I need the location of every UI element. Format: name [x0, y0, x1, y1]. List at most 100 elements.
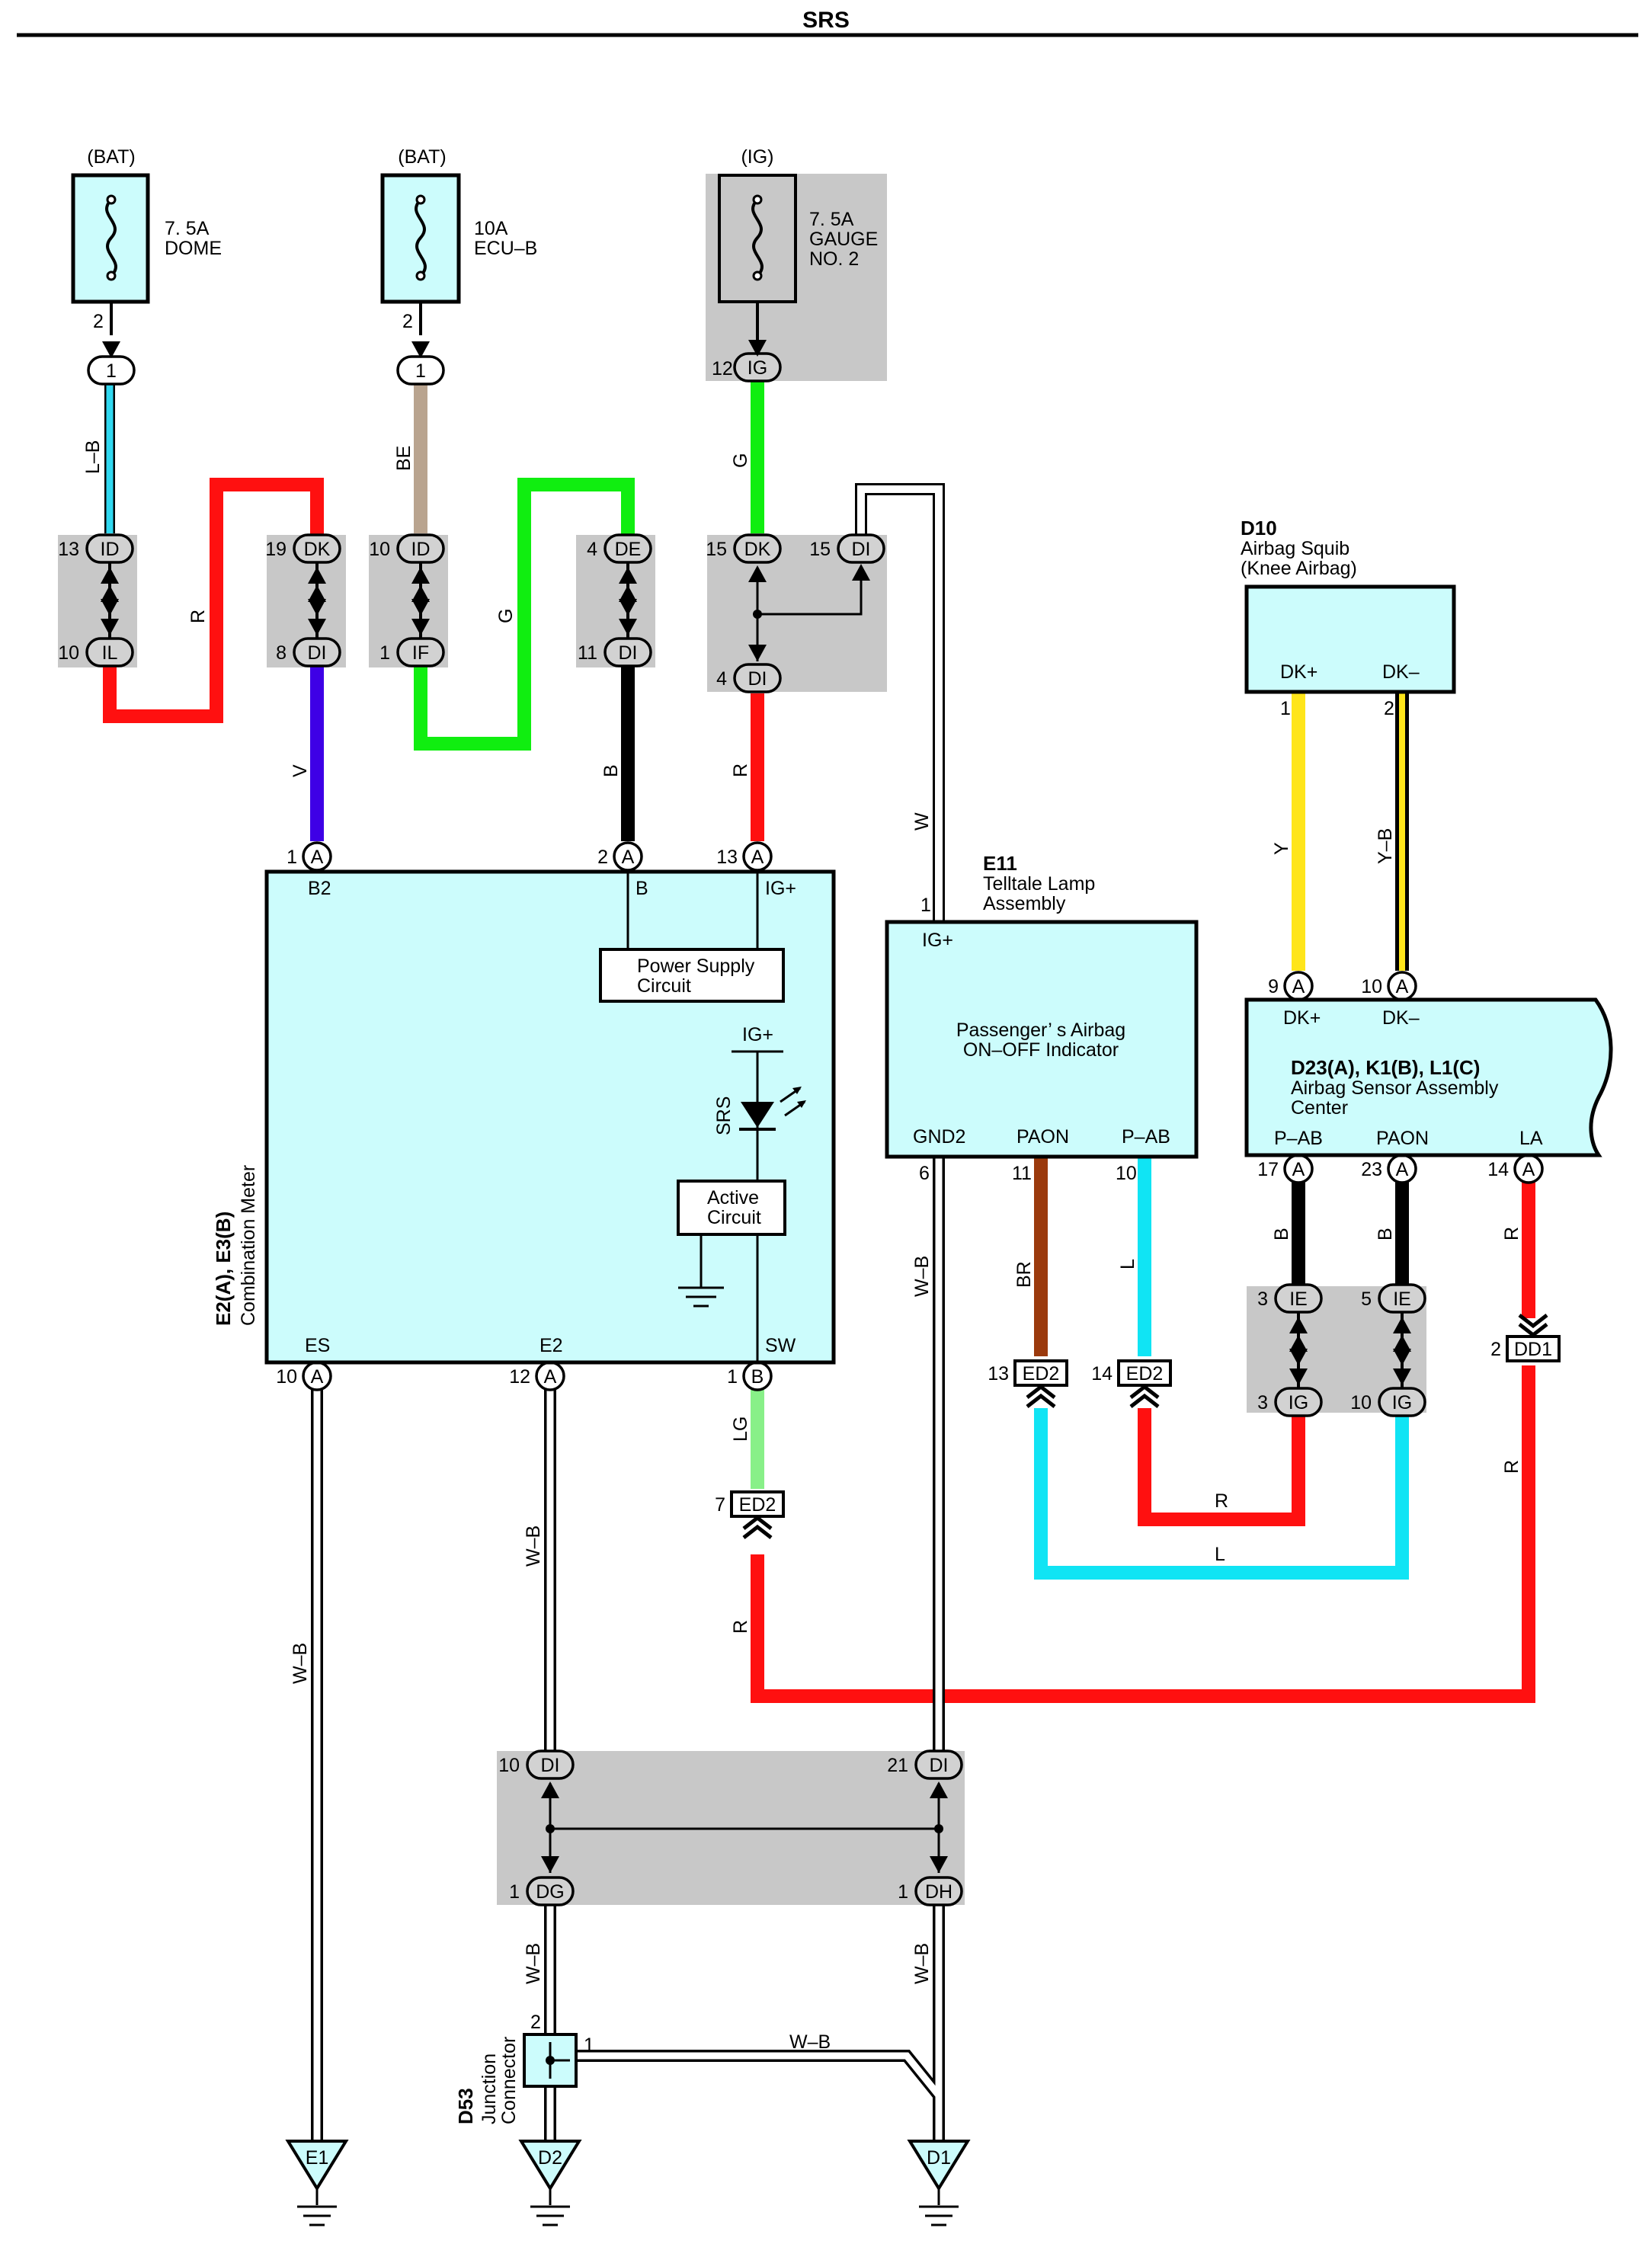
- connector-pin: IE3: [1257, 1283, 1323, 1314]
- pin-label: IL: [102, 642, 118, 664]
- pin-number: 8: [276, 642, 287, 664]
- svg-text:Circuit: Circuit: [707, 1207, 761, 1228]
- connector-pin: DH1: [898, 1876, 963, 1906]
- chevron-icon: [1026, 1384, 1056, 1399]
- svg-text:Active: Active: [707, 1187, 759, 1208]
- pin-label: IE: [1393, 1288, 1411, 1310]
- pin-label: DK: [744, 539, 771, 560]
- diagram-title: SRS: [802, 8, 850, 33]
- svg-text:D23(A), K1(B), L1(C): D23(A), K1(B), L1(C): [1291, 1056, 1480, 1079]
- svg-text:DOME: DOME: [165, 238, 222, 259]
- svg-text:G: G: [495, 609, 517, 623]
- pin-label: DI: [748, 668, 767, 690]
- pin-number: 10: [1350, 1392, 1372, 1413]
- svg-text:(BAT): (BAT): [87, 146, 135, 168]
- pin-number: 2: [597, 847, 608, 868]
- pin-number: 4: [716, 668, 727, 690]
- svg-text:ES: ES: [305, 1335, 330, 1356]
- svg-text:10A: 10A: [474, 218, 508, 239]
- arrow-down-icon: [748, 645, 767, 661]
- svg-text:Connector: Connector: [498, 2037, 520, 2124]
- airbag-squib-knee: D10 Airbag Squib (Knee Airbag) DK+ DK– 1…: [1241, 517, 1456, 719]
- arrow-down-icon: [101, 619, 119, 635]
- svg-text:1: 1: [920, 895, 931, 916]
- svg-text:LA: LA: [1519, 1128, 1543, 1149]
- pin-number: 10: [498, 1755, 520, 1776]
- svg-text:B: B: [1271, 1228, 1292, 1240]
- pin-label: A: [544, 1366, 557, 1388]
- svg-text:D10: D10: [1241, 517, 1277, 539]
- connector-pin-circle: A10: [1361, 971, 1417, 1001]
- connector-pin-number: 7: [715, 1494, 725, 1516]
- svg-text:2: 2: [1384, 698, 1394, 719]
- svg-text:ECU–B: ECU–B: [474, 238, 537, 259]
- airbag-sensor-assembly: DK+ DK– D23(A), K1(B), L1(C) Airbag Sens…: [1244, 997, 1613, 1157]
- combination-meter: B2 B IG+ ES E2 SW Power Supply Circuit I…: [212, 869, 836, 1365]
- connector-pin-circle: B1: [727, 1361, 773, 1391]
- arrow-down-icon: [102, 341, 120, 358]
- pin-number: 14: [1487, 1159, 1509, 1180]
- pin-label: A: [622, 847, 635, 868]
- pin-number: 10: [58, 642, 79, 664]
- connector-pin-circle: A17: [1257, 1154, 1314, 1184]
- svg-text:L: L: [1117, 1259, 1138, 1269]
- arrow-up-icon: [852, 564, 870, 581]
- wire-color-labels: L–B R BE G G V B R W Y Y–B BR L B B R LG…: [82, 440, 1522, 2053]
- svg-text:L: L: [1215, 1544, 1225, 1565]
- pin-label: 1: [106, 360, 117, 382]
- svg-text:LG: LG: [730, 1417, 751, 1442]
- arrow-up-icon: [308, 567, 326, 584]
- pin-label: DI: [930, 1755, 949, 1776]
- connector-pin-circle: A23: [1361, 1154, 1417, 1184]
- arrow-down-icon: [411, 599, 430, 616]
- ground-label: D2: [538, 2147, 562, 2169]
- pin-number: 1: [379, 642, 390, 664]
- svg-text:R: R: [187, 610, 209, 623]
- pin-label: A: [1522, 1159, 1535, 1180]
- connector-pin-circle: A10: [276, 1361, 332, 1391]
- pin-number: 1: [727, 1366, 738, 1388]
- arrow-up-icon: [748, 565, 767, 582]
- svg-text:DK–: DK–: [1382, 1007, 1420, 1029]
- ground-label: D1: [927, 2147, 951, 2169]
- srs-warning-lamp-icon: [741, 1102, 774, 1128]
- connector-pin: DG1: [509, 1876, 575, 1906]
- svg-text:GND2: GND2: [913, 1126, 965, 1148]
- svg-text:B2: B2: [308, 878, 331, 899]
- pin-number: 3: [1257, 1288, 1268, 1310]
- svg-text:2: 2: [93, 311, 104, 332]
- pin-number: 21: [887, 1755, 908, 1776]
- connector-pin: 1: [87, 355, 136, 386]
- svg-text:IG+: IG+: [742, 1024, 773, 1045]
- svg-text:Circuit: Circuit: [637, 975, 691, 997]
- arrow-down-icon: [1393, 1368, 1411, 1385]
- svg-text:E11: E11: [983, 852, 1017, 875]
- pin-number: 23: [1361, 1159, 1382, 1180]
- wire-g-loop-if-de: [414, 478, 635, 751]
- wire-r-ig-ed2: [1138, 1408, 1305, 1526]
- svg-text:DK–: DK–: [1382, 661, 1420, 683]
- wire-r-loop-il-dk: [103, 478, 324, 723]
- svg-text:6: 6: [919, 1163, 930, 1184]
- svg-text:R: R: [730, 1620, 751, 1634]
- svg-text:2: 2: [402, 311, 413, 332]
- pin-number: 15: [809, 539, 831, 560]
- svg-text:B: B: [1375, 1228, 1396, 1240]
- connector-pin: 1: [396, 355, 445, 386]
- svg-text:W–B: W–B: [789, 2031, 831, 2053]
- svg-text:W–B: W–B: [523, 1525, 544, 1567]
- svg-text:Assembly: Assembly: [983, 893, 1066, 914]
- arrow-up-icon: [411, 585, 430, 602]
- arrow-up-icon: [1289, 1335, 1308, 1352]
- arrow-down-icon: [101, 599, 119, 616]
- svg-text:BR: BR: [1013, 1261, 1035, 1288]
- connector-pin-circle: A13: [716, 841, 773, 872]
- pin-number: 4: [587, 539, 597, 560]
